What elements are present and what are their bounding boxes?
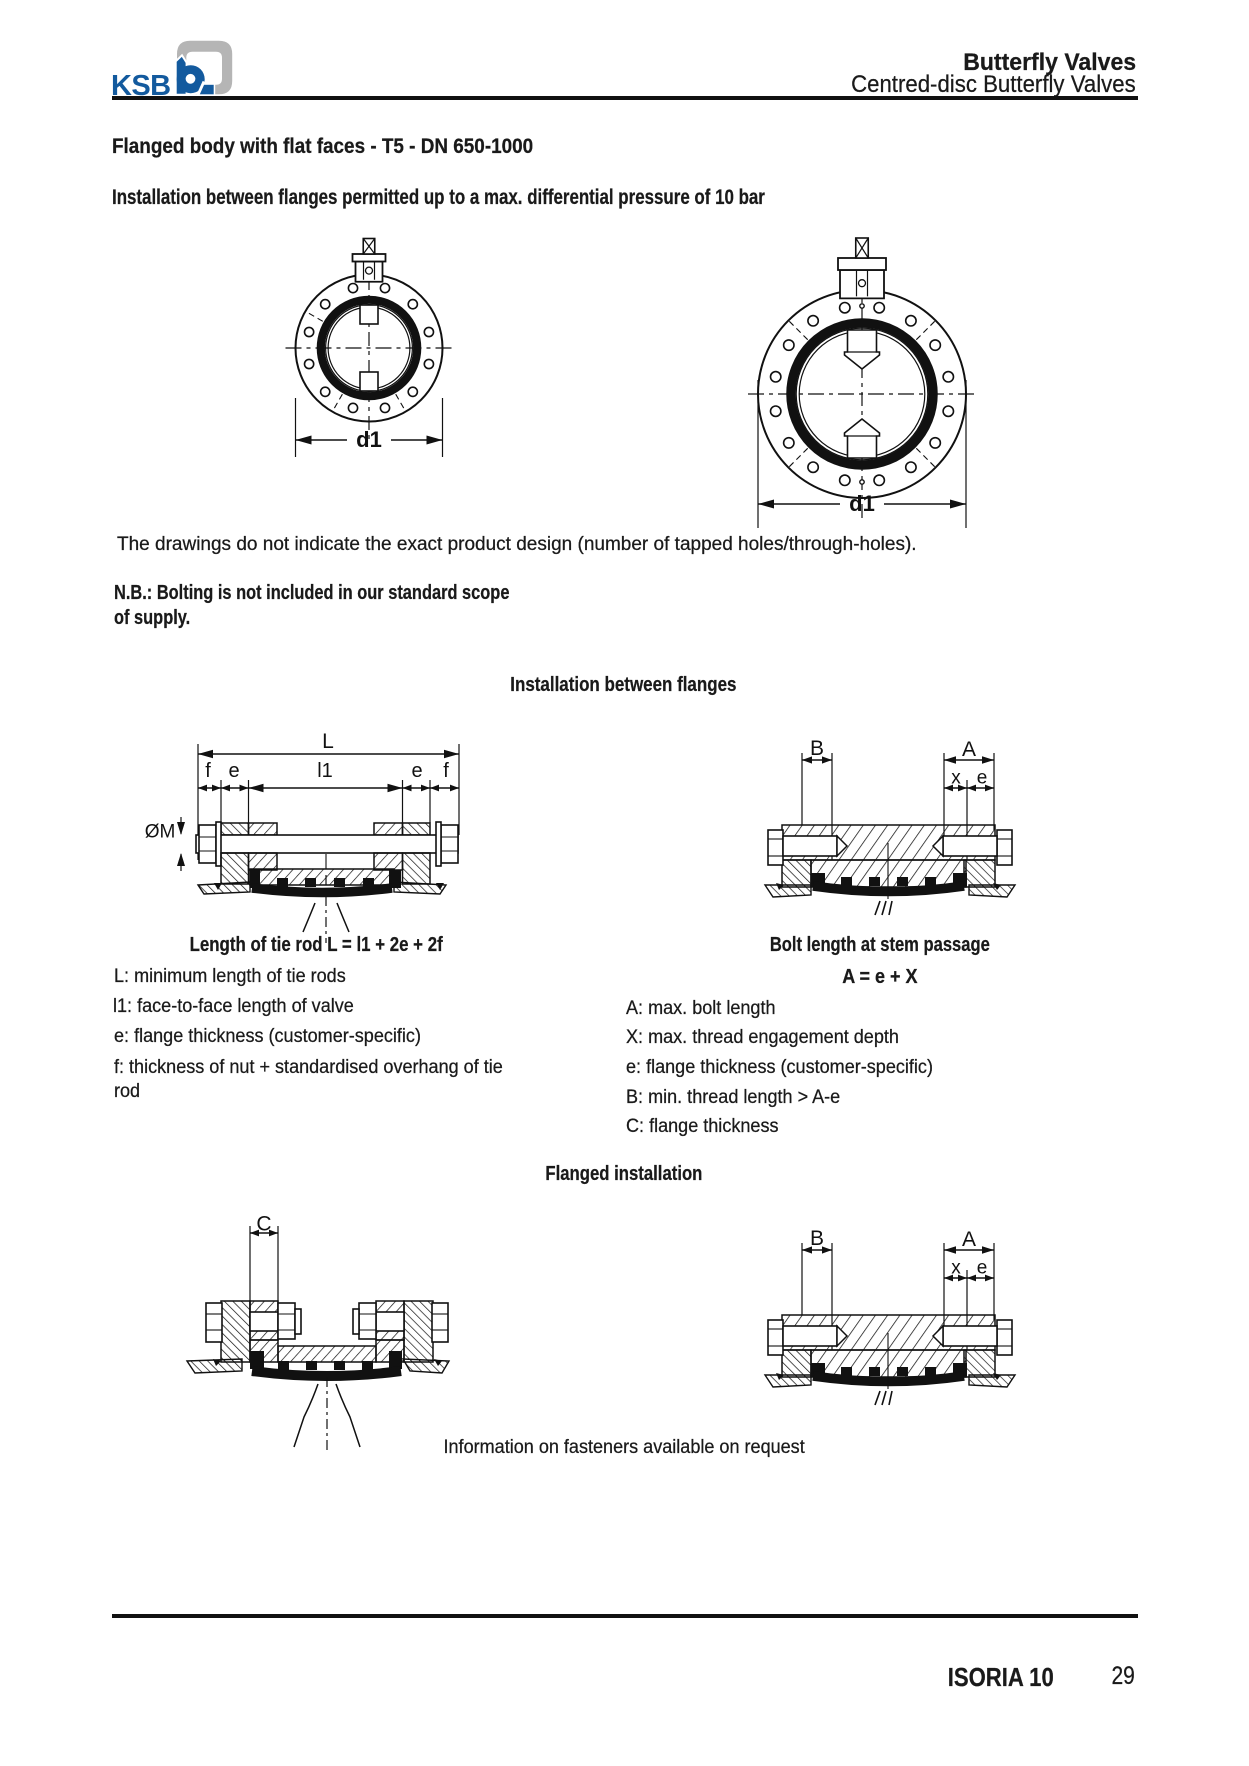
svg-text:B: B (810, 737, 824, 760)
svg-text:e: e (228, 760, 239, 782)
svg-text:e: e (411, 760, 422, 782)
svg-text:e: e (977, 1258, 988, 1279)
svg-text:A: A (962, 1228, 976, 1251)
svg-text:A: A (962, 738, 976, 761)
svg-text:d1: d1 (356, 427, 382, 452)
svg-text:l1: l1 (317, 760, 333, 782)
svg-text:f: f (205, 760, 211, 782)
svg-text:x: x (951, 768, 961, 789)
svg-text:e: e (977, 768, 988, 789)
svg-text:ØM: ØM (145, 822, 176, 843)
svg-text:C: C (256, 1215, 271, 1236)
svg-text:d1: d1 (849, 491, 875, 516)
svg-text:L: L (322, 730, 334, 753)
svg-text:x: x (951, 1258, 961, 1279)
svg-text:B: B (810, 1227, 824, 1250)
svg-text:f: f (443, 760, 449, 782)
